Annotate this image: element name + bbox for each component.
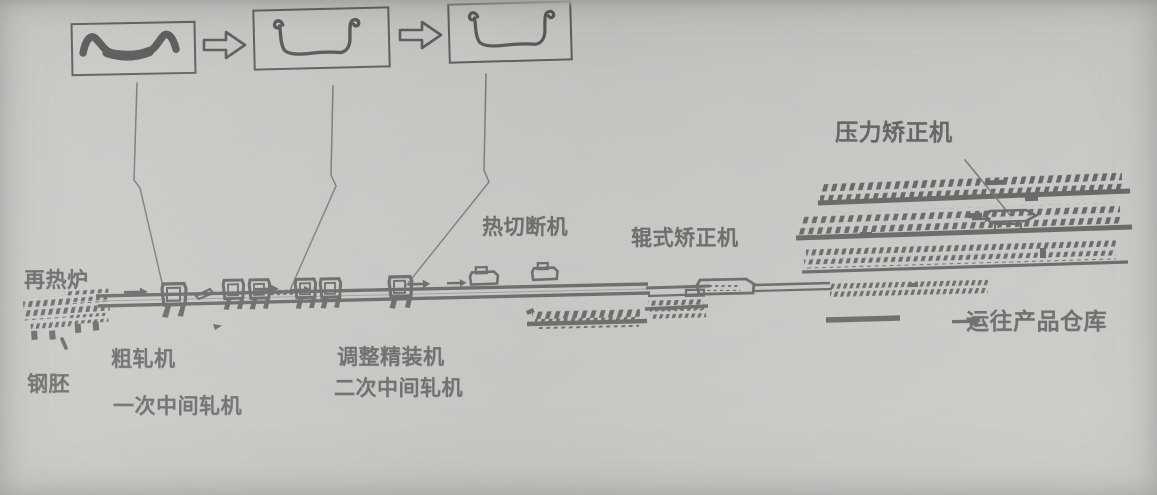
label-reheat-furnace: 再热炉 bbox=[24, 268, 89, 292]
label-hot-shear: 热切断机 bbox=[482, 215, 568, 239]
label-roller-straightener: 辊式矫正机 bbox=[631, 226, 739, 250]
label-press-straightener: 压力矫正机 bbox=[835, 120, 953, 146]
label-first-intermediate-mill: 一次中间轧机 bbox=[113, 394, 242, 418]
right-arrow-icon-1 bbox=[202, 30, 247, 60]
right-arrow-icon-2 bbox=[398, 20, 443, 50]
label-to-warehouse: 运往产品仓库 bbox=[966, 309, 1107, 335]
label-rough-mill: 粗轧机 bbox=[111, 347, 176, 371]
label-steel-billet: 钢胚 bbox=[27, 372, 70, 396]
label-second-intermediate-mill: 二次中间轧机 bbox=[334, 376, 463, 400]
label-adjust-finishing-mill: 调整精装机 bbox=[337, 345, 445, 369]
